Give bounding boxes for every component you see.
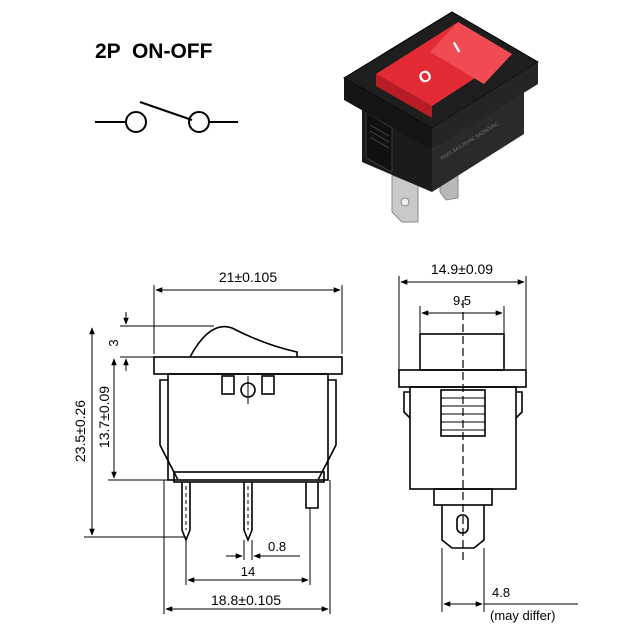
label-base-width: 18.8±0.105 — [211, 592, 281, 608]
schematic-contact-left — [125, 111, 147, 133]
side-view — [398, 300, 527, 560]
label-side-width: 14.9±0.09 — [431, 261, 493, 277]
label-actuator-height: 3 — [106, 339, 121, 346]
front-actuator — [189, 325, 298, 358]
label-total-height: 23.5±0.26 — [72, 400, 88, 462]
housing-bezel-right — [432, 62, 538, 150]
front-center-tab-right — [261, 375, 275, 395]
housing-bezel-front — [344, 78, 432, 150]
front-pin-center — [243, 482, 253, 543]
label-inner-width: 9.5 — [453, 293, 471, 308]
front-clip-right — [317, 379, 337, 481]
front-pin-right — [305, 482, 319, 509]
schematic-lever — [139, 101, 193, 121]
actuator-top — [430, 22, 512, 84]
schematic-contact-right — [188, 111, 210, 133]
label-note: (may differ) — [490, 608, 556, 623]
front-dimensions — [84, 285, 343, 614]
schematic-symbol — [95, 101, 238, 133]
terminal-hole — [400, 197, 410, 207]
actuator-front — [376, 74, 432, 118]
side-dimensions — [398, 276, 578, 612]
switch-photo: O I PG01 5A/125VAC 6A/250VAC — [343, 11, 539, 223]
front-center-tab — [221, 375, 235, 395]
label-overall-width: 21±0.105 — [219, 269, 278, 285]
housing-side — [432, 90, 524, 192]
side-actuator — [419, 333, 505, 371]
front-clip-left — [159, 379, 179, 481]
side-clip-left — [403, 391, 411, 419]
front-body — [167, 373, 329, 481]
label-terminal-width: 4.8 — [492, 585, 510, 600]
front-top-plate — [153, 356, 343, 375]
diagram-title: 2P ON-OFF — [95, 40, 213, 63]
side-clip-right — [515, 391, 523, 419]
label-body-height: 13.7±0.09 — [96, 386, 112, 448]
front-view — [153, 325, 343, 543]
label-pin-width: 0.8 — [268, 539, 286, 554]
front-base — [173, 471, 325, 483]
label-pin-spacing: 14 — [241, 564, 255, 579]
